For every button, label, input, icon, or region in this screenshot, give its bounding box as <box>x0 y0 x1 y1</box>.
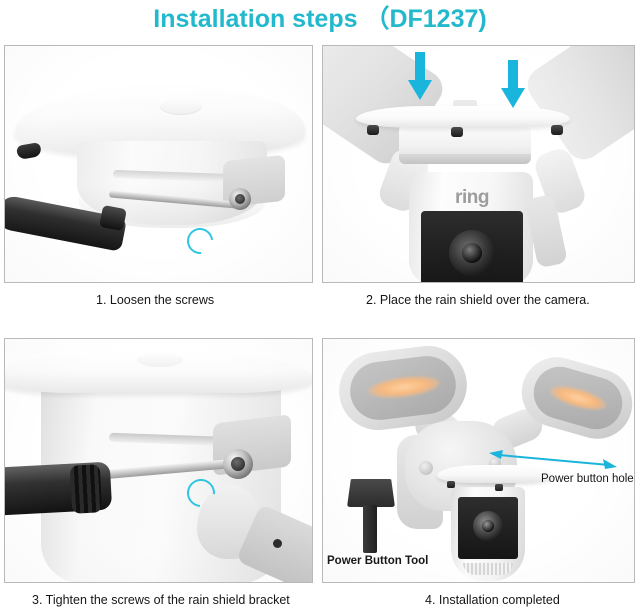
mount-screw <box>273 539 282 548</box>
power-button-hole-label: Power button hole <box>541 473 634 485</box>
power-button-tool-stem <box>363 505 377 553</box>
shield-peg <box>495 484 503 491</box>
hub-pivot-left <box>419 461 433 475</box>
shield-peg <box>367 125 379 135</box>
step-2-illustration: ring <box>323 46 634 282</box>
step-1-illustration <box>5 46 312 282</box>
screwdriver-neck <box>99 204 127 232</box>
shield-peg <box>551 125 563 135</box>
step-4-caption: 4. Installation completed <box>425 593 560 607</box>
step-2-caption: 2. Place the rain shield over the camera… <box>366 293 590 307</box>
rotation-arrow-icon <box>181 222 219 260</box>
rain-shield <box>356 106 570 128</box>
shield-collar-edge <box>399 154 531 164</box>
step-4-panel: Power Button Tool Power button hole <box>322 338 635 583</box>
step-2-panel: ring <box>322 45 635 283</box>
floodlight-arm-right <box>520 46 634 167</box>
screw-head <box>223 449 253 479</box>
rain-shield-tab <box>453 100 477 108</box>
step-3-caption: 3. Tighten the screws of the rain shield… <box>32 593 290 607</box>
camera-lens <box>473 511 503 541</box>
screwdriver-grip-rings <box>69 464 103 514</box>
screw-head <box>229 188 251 210</box>
shield-peg <box>451 127 463 137</box>
ring-logo: ring <box>455 187 489 208</box>
step-4-illustration: Power Button Tool Power button hole <box>323 339 634 582</box>
step-1-panel <box>4 45 313 283</box>
step-3-illustration <box>5 339 312 582</box>
rain-shield-installed <box>437 465 553 483</box>
double-headed-arrow-icon <box>489 450 617 469</box>
camera-speaker-grill <box>463 563 513 575</box>
step-1-caption: 1. Loosen the screws <box>96 293 215 307</box>
camera-lens <box>449 230 495 276</box>
page-title: Installation steps （DF1237) <box>153 5 487 33</box>
rain-shield-knob <box>137 353 183 367</box>
shield-peg <box>447 481 455 488</box>
step-3-panel <box>4 338 313 583</box>
power-button-tool-head <box>347 479 395 507</box>
rain-shield-knob <box>160 98 202 115</box>
power-button-tool-label: Power Button Tool <box>327 555 429 567</box>
shield-foot <box>15 142 43 160</box>
